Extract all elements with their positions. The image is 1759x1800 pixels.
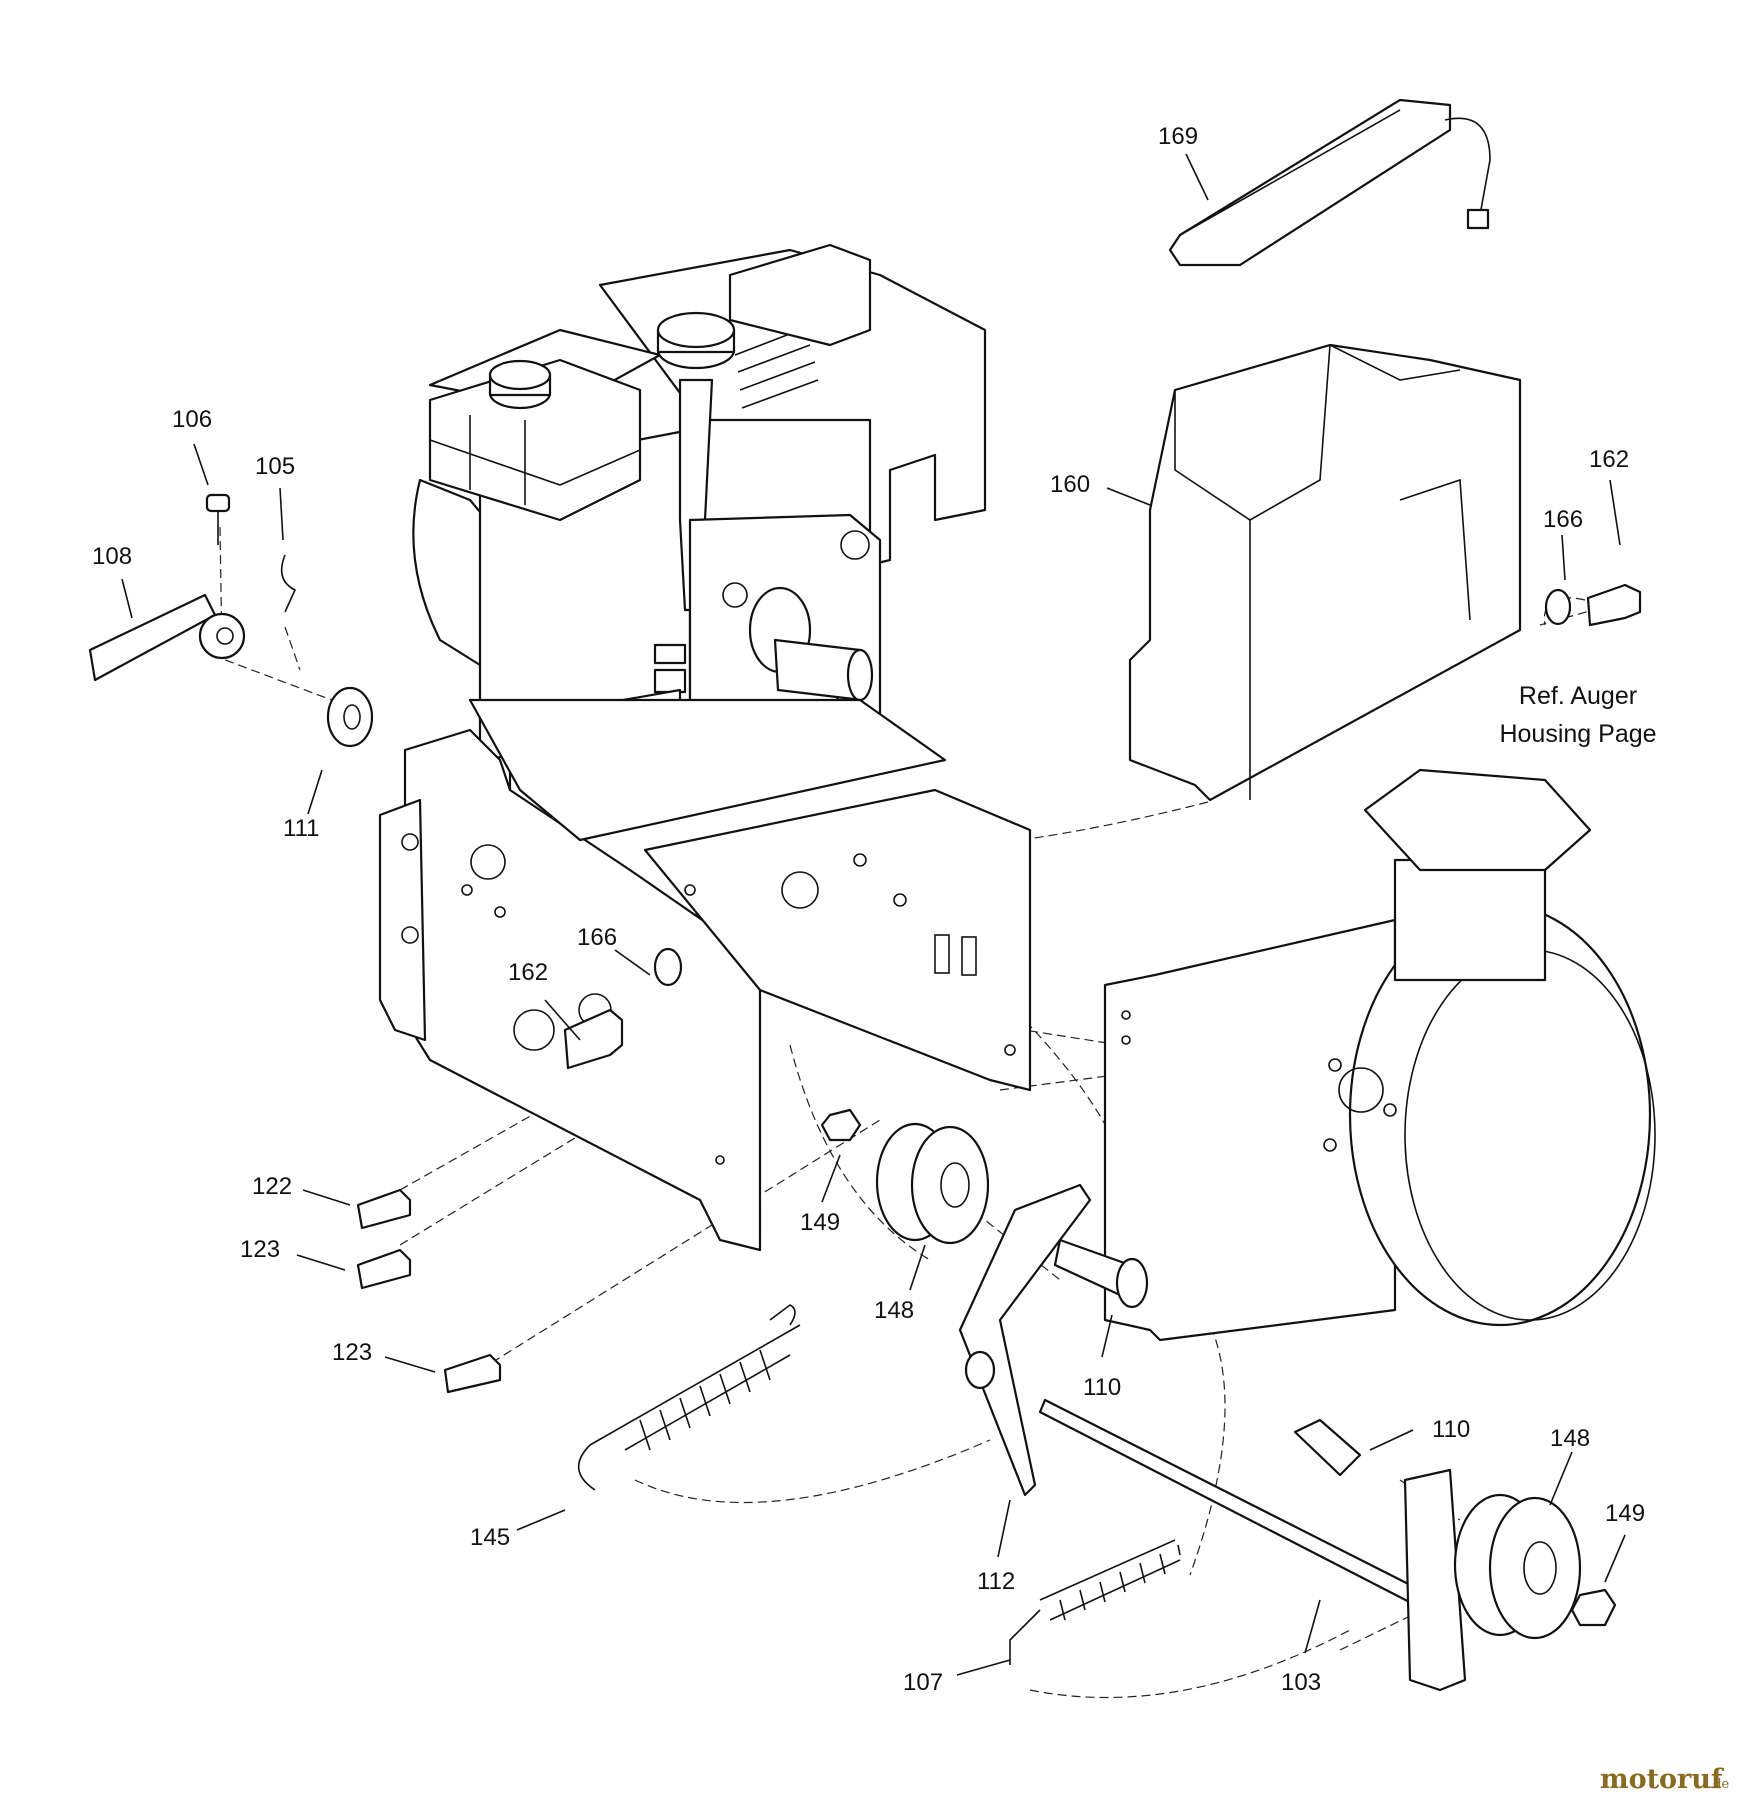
callout-166-upper: 166 [1543, 506, 1583, 533]
callout-169: 169 [1158, 123, 1198, 150]
callout-123-upper: 123 [240, 1236, 280, 1263]
callout-110-right: 110 [1432, 1416, 1470, 1443]
watermark-name: motoruf [1600, 1764, 1725, 1795]
chute-boot-160 [1128, 343, 1522, 802]
callout-103: 103 [1281, 1669, 1321, 1696]
callout-166-centre: 166 [577, 924, 617, 951]
callout-148-right: 148 [1550, 1425, 1590, 1452]
callout-149-left: 149 [800, 1209, 840, 1236]
callout-111: 111 [283, 815, 319, 842]
callout-110-centre: 110 [1083, 1374, 1121, 1401]
callout-123-lower: 123 [332, 1339, 372, 1366]
callout-122: 122 [252, 1173, 292, 1200]
reference-note-line-2: Housing Page [1499, 720, 1656, 748]
cover-169 [1168, 98, 1491, 267]
reference-note: Ref. Auger Housing Page [1499, 682, 1656, 748]
callout-162-upper: 162 [1589, 446, 1629, 473]
callout-106: 106 [172, 406, 212, 433]
watermark-tld: .de [1709, 1777, 1729, 1792]
callout-148-left: 148 [874, 1297, 914, 1324]
callout-107: 107 [903, 1669, 943, 1696]
leader-lines [121, 153, 1626, 1676]
callout-105: 105 [255, 453, 295, 480]
auger-housing [1103, 768, 1656, 1342]
frame-assembly [378, 698, 1032, 1252]
hardware [88, 493, 1642, 1692]
watermark: motoruf .de [1600, 1764, 1729, 1795]
callout-160: 160 [1050, 471, 1090, 498]
callout-162-centre: 162 [508, 959, 548, 986]
callout-149-right: 149 [1605, 1500, 1645, 1527]
reference-note-line-1: Ref. Auger [1519, 682, 1637, 710]
callout-112: 112 [977, 1568, 1015, 1595]
callout-145: 145 [470, 1524, 510, 1551]
callout-108: 108 [92, 543, 132, 570]
callout-labels: 169 106 105 108 111 160 162 166 166 162 … [92, 123, 1645, 1696]
